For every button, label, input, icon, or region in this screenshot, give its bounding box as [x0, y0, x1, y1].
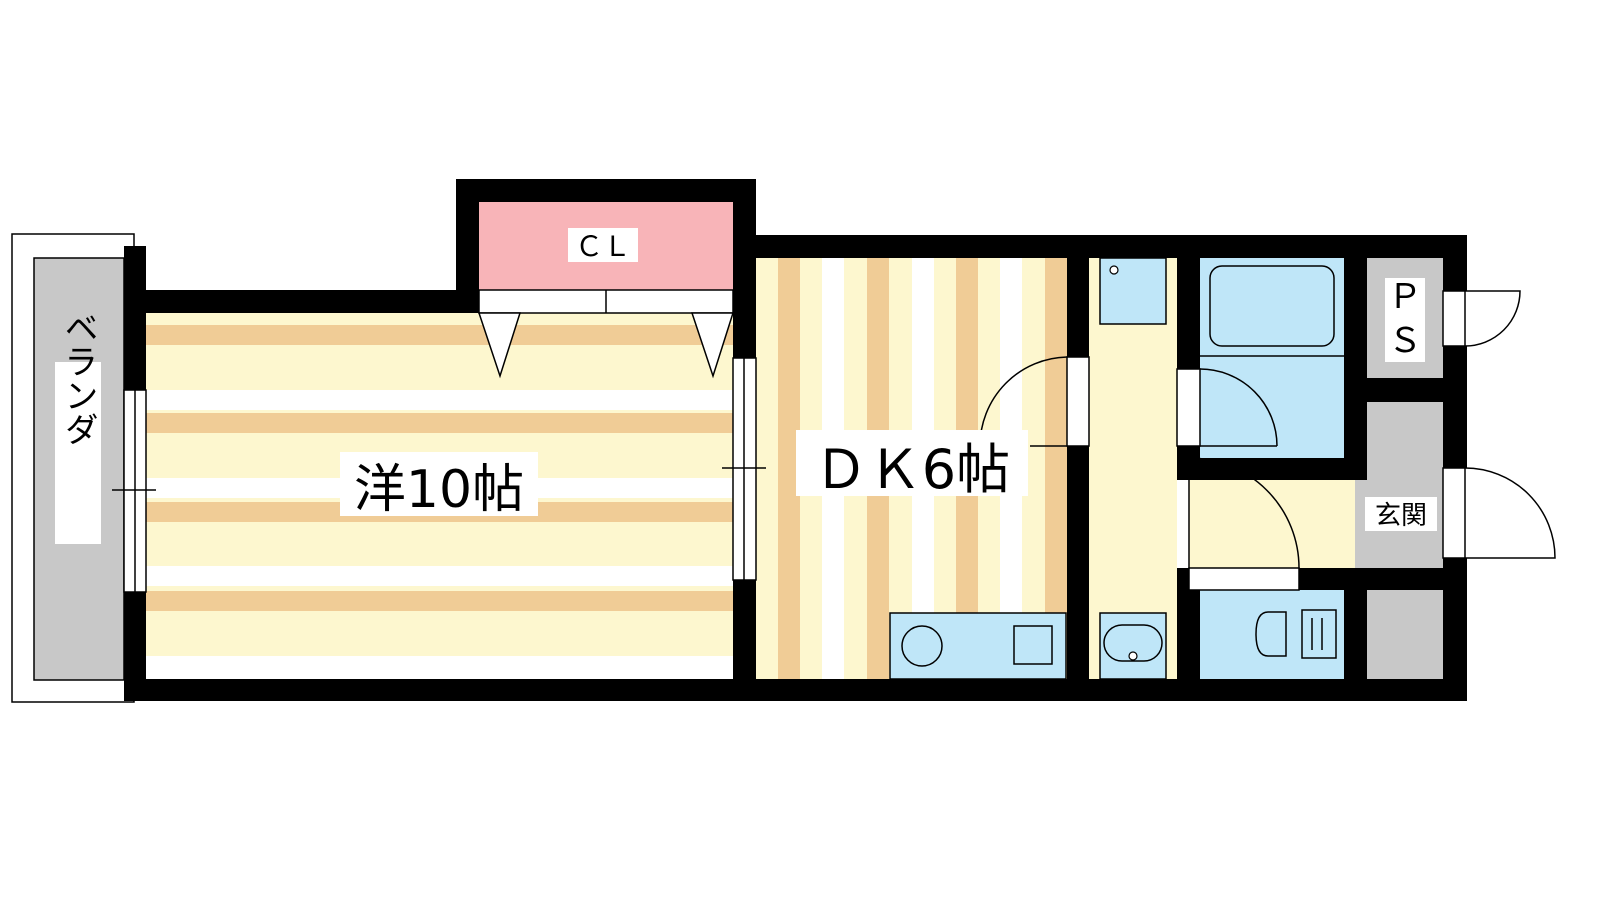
drain-icon — [1109, 265, 1119, 275]
toilet-bowl-icon — [1255, 611, 1287, 657]
dk-room-label: ＤＫ6帖 — [814, 438, 1010, 501]
wall — [1067, 235, 1089, 357]
floor-stripe-white — [146, 390, 734, 410]
entrance-corridor-floor — [1189, 480, 1355, 568]
toilet-tank-icon — [1301, 609, 1337, 659]
wall — [1344, 568, 1367, 701]
ps-door-frame — [1442, 290, 1466, 347]
closet-door-swing — [477, 312, 522, 379]
hallway-door-swing — [979, 356, 1068, 447]
closet-door-swing — [690, 312, 735, 379]
sink-icon — [1013, 625, 1053, 665]
bathroom-floor — [1200, 258, 1344, 458]
wall — [733, 580, 756, 690]
faucet-icon — [1128, 651, 1138, 661]
ps-door-swing — [1464, 290, 1521, 347]
dk-label-bg — [796, 430, 1028, 496]
floor-stripe — [146, 413, 734, 433]
balcony-label-bg — [55, 362, 101, 544]
toilet-door-frame — [1188, 567, 1300, 591]
closet-label: ＣＬ — [575, 230, 631, 263]
entrance-label-bg — [1365, 497, 1437, 531]
floor-stripe — [778, 258, 800, 679]
wall — [1177, 235, 1200, 369]
wall — [1067, 446, 1089, 701]
toilet-floor — [1200, 590, 1344, 679]
ps-label-bg — [1385, 278, 1425, 362]
ps-label-bottom: Ｓ — [1388, 321, 1422, 361]
western-label-bg — [340, 452, 538, 516]
vanity-unit — [1099, 612, 1167, 680]
walls — [124, 179, 1467, 701]
floor-stripe — [146, 591, 734, 611]
hallway — [1089, 257, 1177, 680]
entrance-area — [1189, 258, 1443, 679]
hallway-door-frame — [1066, 356, 1090, 447]
balcony-label: ベランダ — [58, 310, 98, 446]
hallway-floor — [1089, 258, 1177, 679]
toilet-door-swing — [1188, 457, 1300, 569]
floor-stripe-white — [146, 566, 734, 586]
wall — [124, 679, 1467, 701]
windows — [112, 357, 766, 593]
wall — [456, 179, 479, 313]
wall — [124, 290, 479, 313]
bathroom — [1200, 258, 1344, 458]
balcony — [11, 233, 135, 703]
washbasin-icon — [1103, 624, 1163, 662]
ps-label-top: Ｐ — [1388, 277, 1422, 317]
wall — [456, 179, 756, 202]
wall — [733, 235, 1467, 258]
wall — [124, 246, 146, 390]
wall — [1344, 235, 1367, 480]
entrance-door-swing — [1464, 467, 1556, 559]
stove-burner-icon — [901, 625, 943, 667]
wall — [733, 290, 756, 358]
storage-area — [1367, 590, 1443, 679]
entrance-door-frame — [1442, 467, 1466, 559]
wall — [1177, 458, 1367, 480]
wall — [1177, 568, 1200, 701]
entrance-label: 玄関 — [1375, 501, 1427, 531]
closet-label-bg — [568, 228, 638, 262]
wall — [1443, 235, 1467, 291]
doors — [979, 290, 1556, 591]
bathroom-door-frame — [1176, 368, 1201, 447]
floor-stripe — [146, 325, 734, 345]
western-room-label: 洋10帖 — [354, 460, 524, 520]
kitchen-counter — [889, 612, 1067, 680]
bathtub-icon — [1209, 265, 1335, 347]
shoe-storage — [1367, 402, 1443, 458]
wall — [124, 592, 146, 701]
floor-stripe-white — [146, 656, 734, 679]
closet — [477, 202, 735, 379]
washing-machine-area — [1099, 257, 1167, 325]
bathroom-door-swing — [1199, 368, 1278, 447]
toilet-room — [1200, 590, 1344, 679]
wall — [1443, 346, 1467, 468]
floor-stripe — [1045, 258, 1067, 679]
